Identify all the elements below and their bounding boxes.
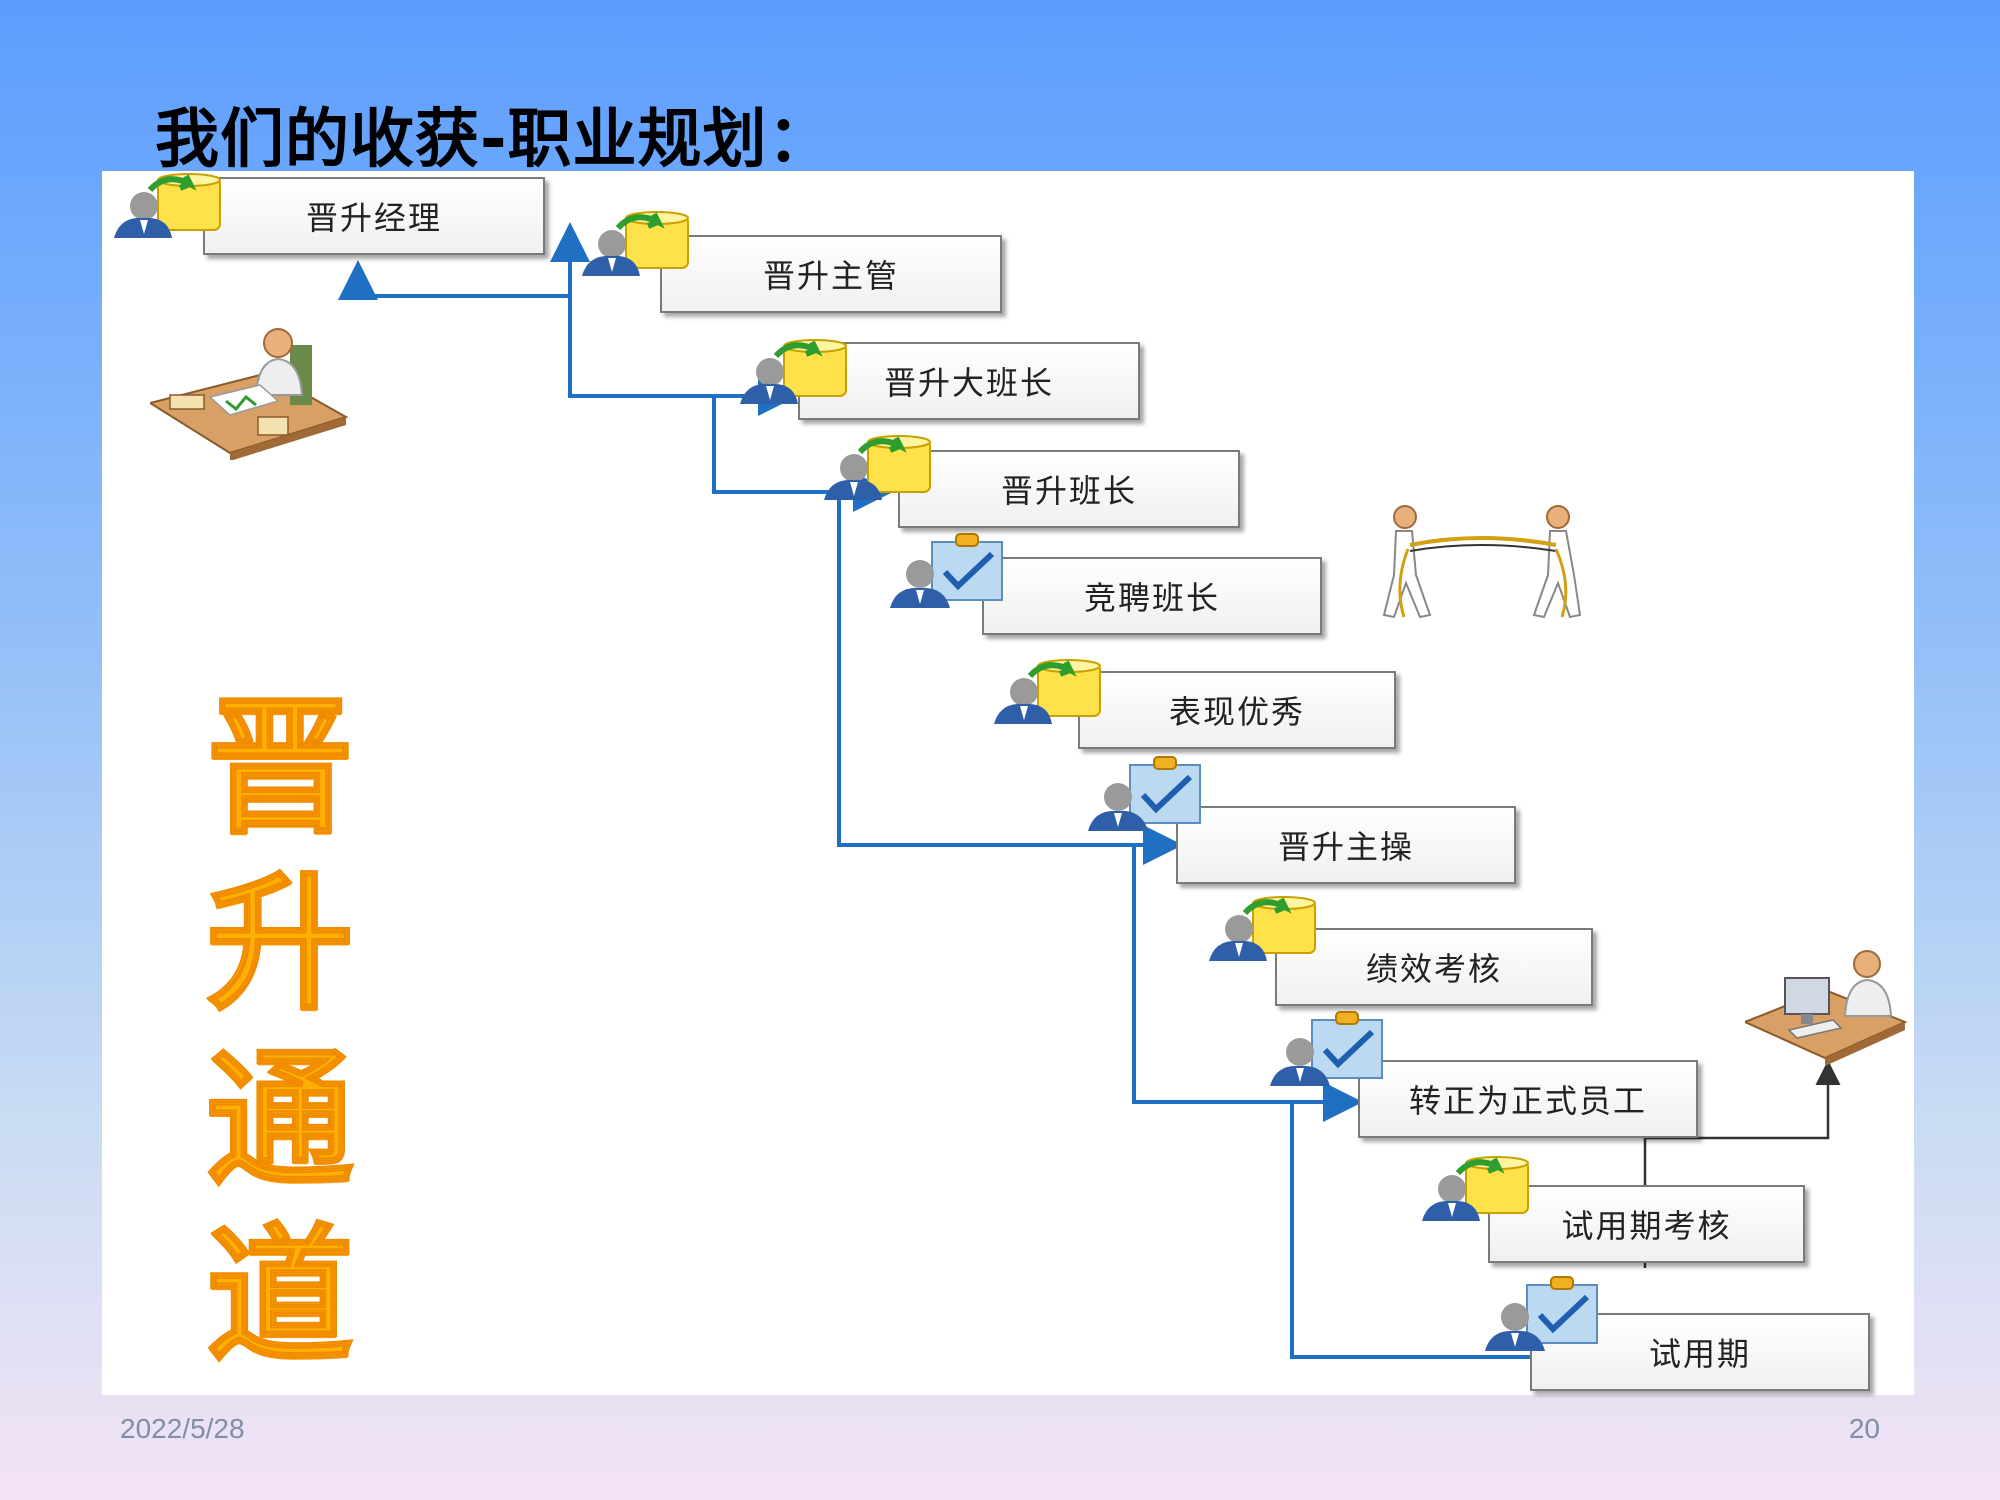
step-label: 晋升班长 (1000, 472, 1137, 510)
promotion-icon (740, 339, 847, 404)
promotion-icon (994, 659, 1101, 724)
computer-worker-icon (1745, 950, 1908, 1066)
step-label: 表现优秀 (1168, 693, 1305, 731)
vertical-char: 通 (205, 1033, 355, 1207)
slide-title: 我们的收获-职业规划： (155, 103, 833, 177)
assessment-icon (890, 533, 1003, 608)
step-label: 试用期 (1648, 1335, 1751, 1373)
step-box-excellent: 表现优秀 (1078, 671, 1396, 749)
step-label: 绩效考核 (1365, 950, 1502, 988)
step-box-operator: 晋升主操 (1176, 806, 1516, 884)
step-box-supervisor: 晋升主管 (660, 235, 1002, 313)
promotion-icon (1422, 1156, 1529, 1221)
step-label: 晋升主操 (1277, 828, 1414, 866)
step-box-compete-lead: 竞聘班长 (982, 557, 1322, 635)
promotion-icon (824, 435, 931, 500)
promotion-channel-label: 晋 升 通 道 (195, 680, 365, 1384)
promotion-icon (1209, 896, 1316, 961)
step-label: 晋升主管 (762, 257, 899, 295)
step-label: 转正为正式员工 (1408, 1082, 1647, 1120)
step-label: 竞聘班长 (1083, 579, 1220, 617)
step-box-manager: 晋升经理 (203, 177, 545, 255)
step-label: 试用期考核 (1561, 1207, 1732, 1245)
promotion-icon (582, 211, 689, 276)
step-box-lead: 晋升班长 (898, 450, 1240, 528)
assessment-icon (1270, 1011, 1383, 1086)
assessment-icon (1088, 756, 1201, 831)
step-label: 晋升大班长 (883, 364, 1054, 402)
step-box-big-lead: 晋升大班长 (798, 342, 1140, 420)
desk-worker-icon (150, 328, 349, 460)
assessment-icon (1485, 1276, 1598, 1351)
step-box-performance: 绩效考核 (1275, 928, 1593, 1006)
page-number: 20 (1848, 1413, 1880, 1444)
step-box-regular: 转正为正式员工 (1358, 1060, 1698, 1138)
step-box-probation-review: 试用期考核 (1488, 1185, 1805, 1263)
promotion-icon (114, 173, 221, 238)
vertical-char: 升 (205, 857, 355, 1031)
step-label: 晋升经理 (305, 199, 442, 237)
vertical-char: 晋 (205, 681, 355, 855)
tug-of-war-icon (1382, 505, 1582, 619)
step-box-probation: 试用期 (1530, 1313, 1870, 1391)
vertical-char: 道 (205, 1209, 355, 1383)
footer-date: 2022/5/28 (120, 1413, 245, 1444)
